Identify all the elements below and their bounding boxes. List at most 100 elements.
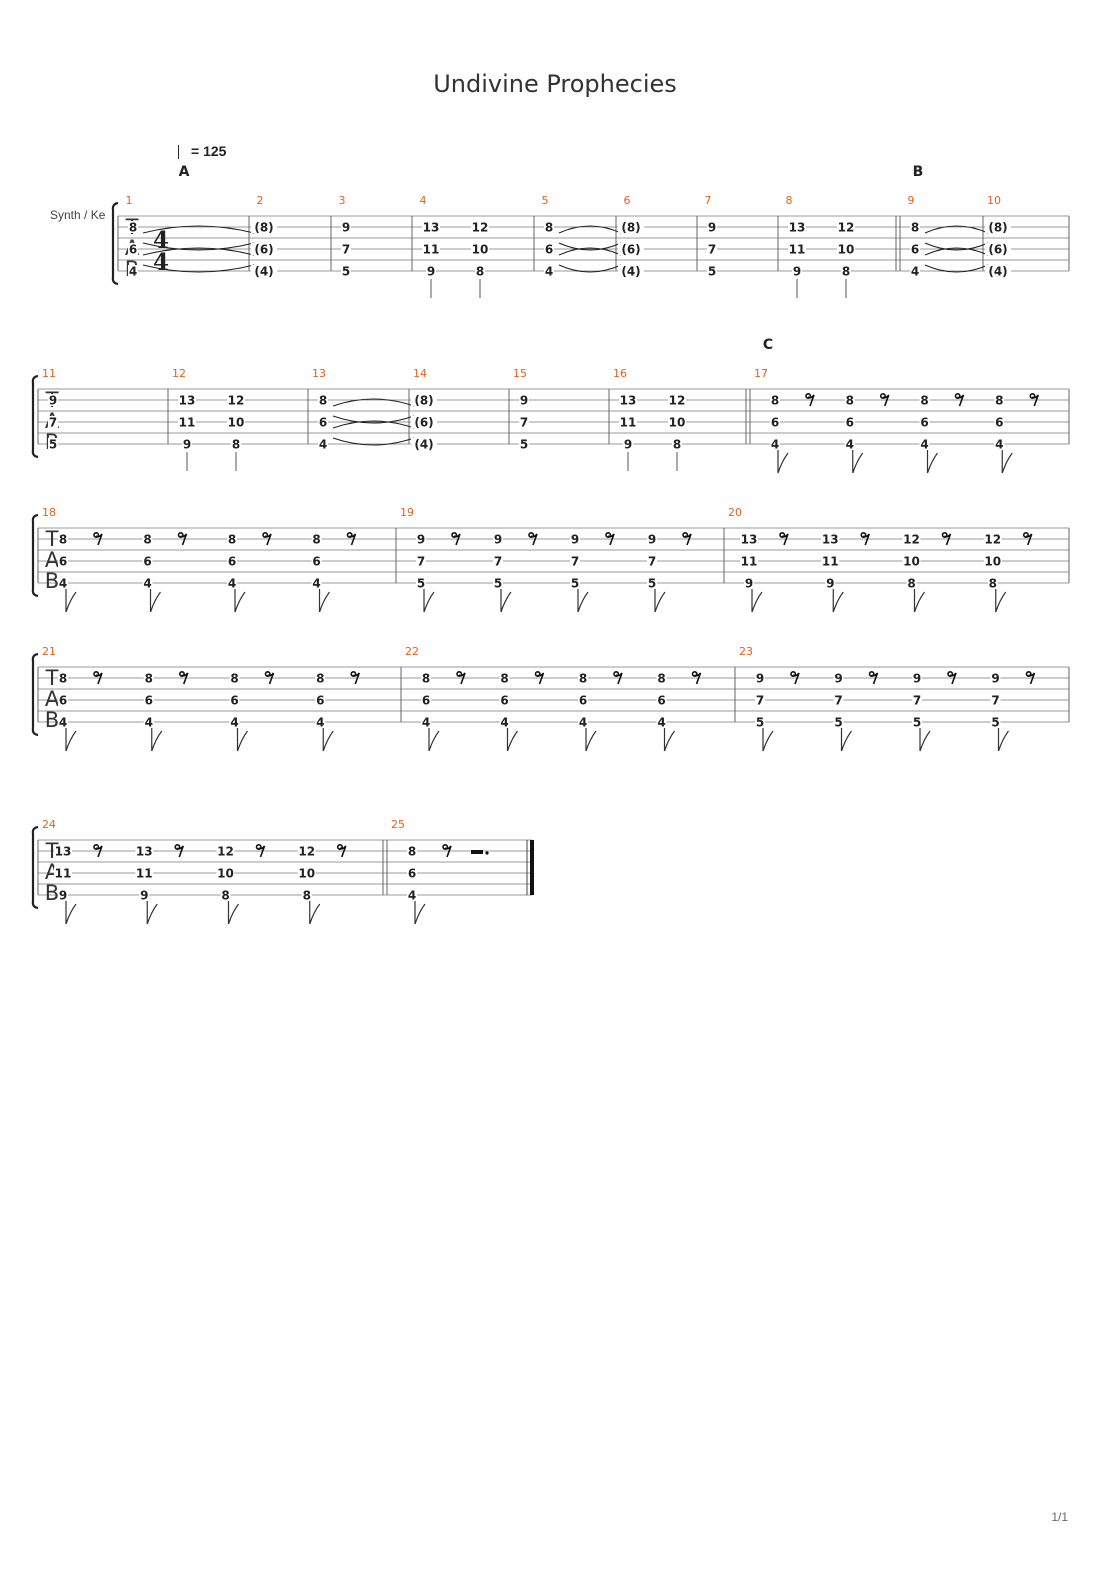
fret-mask bbox=[229, 716, 240, 728]
fret-number: 8 bbox=[771, 394, 779, 408]
fret-number: 7 bbox=[991, 694, 999, 708]
fret-number: 11 bbox=[179, 416, 196, 430]
fret-number: 9 bbox=[183, 438, 191, 452]
rest-dot-icon bbox=[485, 851, 489, 855]
fret-mask bbox=[994, 438, 1005, 450]
eighth-rest-icon bbox=[868, 671, 879, 685]
eighth-note-flag bbox=[832, 589, 844, 613]
fret-mask bbox=[311, 577, 322, 589]
fret-number: 4 bbox=[143, 577, 151, 591]
eighth-rest-icon bbox=[805, 393, 815, 407]
system-bracket bbox=[31, 374, 39, 459]
fret-number: 8 bbox=[230, 672, 238, 686]
fret-mask bbox=[128, 265, 138, 277]
fret-number: 9 bbox=[59, 889, 67, 903]
fret-number: (8) bbox=[988, 221, 1007, 235]
fret-mask bbox=[229, 672, 240, 684]
fret-mask bbox=[821, 555, 840, 567]
fret-number: (8) bbox=[414, 394, 433, 408]
fret-number: 12 bbox=[903, 533, 920, 547]
fret-number: 9 bbox=[913, 672, 921, 686]
tab-clef-b: B bbox=[45, 881, 59, 905]
eighth-note-flag bbox=[322, 728, 334, 752]
fret-number: (6) bbox=[621, 243, 640, 257]
eighth-rest-icon bbox=[534, 671, 545, 685]
fret-mask bbox=[821, 533, 840, 545]
fret-mask bbox=[618, 265, 644, 277]
tie-arc bbox=[332, 437, 415, 446]
fret-number: 8 bbox=[319, 394, 327, 408]
section-marker-c: C bbox=[763, 337, 773, 353]
page-number: 1/1 bbox=[1051, 1510, 1068, 1524]
fret-number: 13 bbox=[741, 533, 758, 547]
measure-number: 23 bbox=[739, 645, 753, 658]
fret-number: 6 bbox=[846, 416, 854, 430]
fret-mask bbox=[297, 845, 316, 857]
fret-number: 4 bbox=[228, 577, 236, 591]
fret-mask bbox=[216, 867, 235, 879]
fret-number: 6 bbox=[228, 555, 236, 569]
tab-clef-t: T bbox=[45, 527, 59, 551]
fret-number: 10 bbox=[984, 555, 1001, 569]
fret-number: (8) bbox=[254, 221, 273, 235]
measure-number: 15 bbox=[513, 367, 527, 380]
fret-number: 6 bbox=[657, 694, 665, 708]
eighth-rest-icon bbox=[941, 532, 952, 546]
fret-number: 9 bbox=[427, 265, 435, 279]
fret-mask bbox=[983, 533, 1002, 545]
fret-number: 8 bbox=[303, 889, 311, 903]
fret-number: 4 bbox=[545, 265, 553, 279]
fret-number: 8 bbox=[846, 394, 854, 408]
eighth-rest-icon bbox=[174, 844, 185, 858]
eighth-rest-icon bbox=[350, 671, 361, 685]
fret-mask bbox=[647, 577, 657, 589]
fret-number: 13 bbox=[789, 221, 806, 235]
fret-mask bbox=[837, 243, 855, 255]
fret-mask bbox=[619, 394, 637, 406]
eighth-note-flag bbox=[506, 728, 518, 752]
fret-number: 11 bbox=[136, 867, 153, 881]
fret-number: 9 bbox=[756, 672, 764, 686]
fret-mask bbox=[618, 243, 644, 255]
fret-mask bbox=[910, 243, 920, 255]
fret-mask bbox=[315, 694, 326, 706]
fret-mask bbox=[833, 672, 844, 684]
fret-mask bbox=[668, 416, 686, 428]
fret-number: 11 bbox=[741, 555, 758, 569]
fret-mask bbox=[985, 221, 1011, 233]
fret-number: 6 bbox=[319, 416, 327, 430]
fret-mask bbox=[341, 221, 351, 233]
eighth-note-flag bbox=[65, 728, 77, 752]
fret-mask bbox=[54, 867, 72, 879]
fret-number: 4 bbox=[59, 716, 67, 730]
fret-number: 12 bbox=[298, 845, 315, 859]
fret-mask bbox=[143, 672, 154, 684]
fret-number: 7 bbox=[648, 555, 656, 569]
fret-number: 6 bbox=[920, 416, 928, 430]
fret-number: 13 bbox=[822, 533, 839, 547]
fret-mask bbox=[178, 394, 196, 406]
fret-mask bbox=[570, 555, 580, 567]
fret-number: 9 bbox=[991, 672, 999, 686]
fret-number: 5 bbox=[648, 577, 656, 591]
fret-mask bbox=[656, 716, 667, 728]
fret-number: 9 bbox=[417, 533, 425, 547]
fret-mask bbox=[994, 416, 1005, 428]
fret-mask bbox=[58, 577, 68, 589]
measure-number: 24 bbox=[42, 818, 56, 831]
fret-mask bbox=[755, 672, 765, 684]
fret-mask bbox=[672, 438, 682, 450]
fret-number: 5 bbox=[342, 265, 350, 279]
fret-mask bbox=[825, 577, 836, 589]
system-bracket bbox=[31, 513, 39, 598]
eighth-rest-icon bbox=[451, 532, 461, 546]
fret-number: 6 bbox=[59, 555, 67, 569]
fret-number: 4 bbox=[145, 716, 153, 730]
eighth-note-flag bbox=[997, 728, 1009, 752]
fret-number: 8 bbox=[232, 438, 240, 452]
eighth-note-flag bbox=[751, 589, 763, 613]
fret-number: 9 bbox=[834, 672, 842, 686]
fret-number: 8 bbox=[476, 265, 484, 279]
fret-mask bbox=[231, 438, 241, 450]
